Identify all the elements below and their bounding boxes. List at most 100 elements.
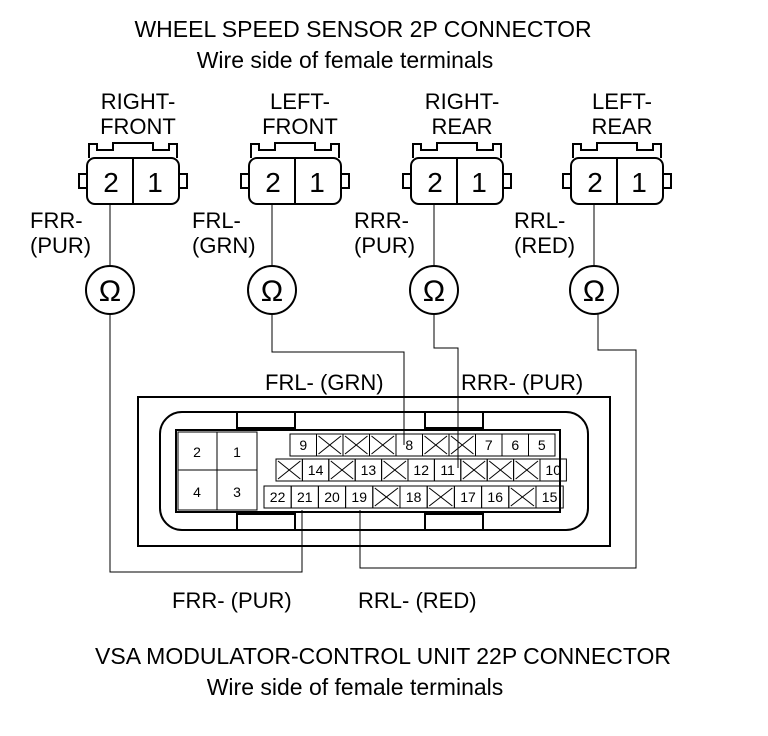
sensor-wire-line2: (PUR) (30, 233, 91, 258)
vsa-cavity-label: 16 (487, 489, 503, 505)
sensor-name-line2: REAR (431, 114, 492, 139)
vsa-cavity (539, 458, 567, 482)
vsa-cavity-body (175, 429, 561, 513)
vsa-connector-inner (159, 411, 589, 531)
vsa-cavity-label: 4 (193, 484, 201, 500)
wire-frr (109, 314, 303, 573)
sensor-name-line1: RIGHT- (101, 89, 176, 114)
sensor-latch (412, 142, 502, 158)
vsa-cavity-label: 11 (440, 462, 455, 478)
vsa-cavity-large (216, 469, 258, 511)
vsa-cavity-label: 15 (542, 489, 558, 505)
sensor-ear-right (340, 173, 350, 189)
vsa-cavity-blocked (371, 435, 395, 455)
vsa-label-frr: FRR- (PUR) (172, 588, 292, 613)
footer-subtitle: Wire side of female terminals (207, 674, 504, 700)
sensor-ear-right (662, 173, 672, 189)
vsa-label-frl: FRL- (GRN) (265, 370, 384, 395)
sensor-wire-line2: (PUR) (354, 233, 415, 258)
vsa-cavity-label: 19 (351, 489, 367, 505)
vsa-cavity-blocked (462, 460, 486, 480)
vsa-cavity-label: 2 (193, 444, 201, 460)
sensor-name-line2: REAR (591, 114, 652, 139)
ohm-meter-icon (569, 265, 619, 315)
vsa-cavity-label: 6 (511, 437, 519, 453)
ohm-symbol: Ω (261, 275, 283, 308)
sensor-pin-2: 2 (427, 167, 443, 198)
sensor-latch (250, 142, 340, 158)
sensor-ear-right (502, 173, 512, 189)
sensor-pin-1: 1 (309, 167, 325, 198)
vsa-cavity-blocked (374, 487, 399, 507)
sensor-ear-left (562, 173, 572, 189)
sensor-name-line1: RIGHT- (425, 89, 500, 114)
vsa-cavity-label: 7 (485, 437, 493, 453)
vsa-cavity-blocked (510, 487, 535, 507)
vsa-cavity-label: 20 (324, 489, 340, 505)
vsa-cavity-label: 12 (413, 462, 429, 478)
sensor-pin-1: 1 (631, 167, 647, 198)
ohm-symbol: Ω (99, 275, 121, 308)
vsa-cavity-blocked (344, 435, 368, 455)
sensor-pin-2: 2 (103, 167, 119, 198)
vsa-cavity-label: 1 (233, 444, 241, 460)
vsa-cavity-blocked (330, 460, 354, 480)
footer-title: VSA MODULATOR-CONTROL UNIT 22P CONNECTOR (95, 643, 671, 669)
vsa-latch-bottom-left (236, 513, 296, 531)
vsa-connector-outer (137, 396, 611, 547)
sensor-pin-2: 2 (265, 167, 281, 198)
vsa-cavity-label: 8 (405, 437, 413, 453)
vsa-cavity-rows: 9 8 7 6 5 14 13 12 11 10 22 21 20 19 18 17 16 15 (263, 433, 567, 509)
vsa-cavity-label: 18 (406, 489, 422, 505)
vsa-latch-bottom-right (424, 513, 484, 531)
vsa-label-rrl: RRL- (RED) (358, 588, 477, 613)
vsa-cavity-blocked (383, 460, 407, 480)
sensor-pin-2: 2 (587, 167, 603, 198)
vsa-cavity-blocked (515, 460, 539, 480)
header-title: WHEEL SPEED SENSOR 2P CONNECTOR (134, 16, 591, 42)
vsa-cavity-label: 17 (460, 489, 476, 505)
sensor-latch (572, 142, 662, 158)
sensor-ear-left (240, 173, 250, 189)
harness-wires (109, 314, 637, 573)
sensor-wire-line1: RRR- (354, 208, 409, 233)
sensor-name-line1: LEFT- (270, 89, 330, 114)
vsa-cavity-blocked (450, 435, 474, 455)
sensor-wire-line2: (GRN) (192, 233, 256, 258)
wire-frl (271, 314, 405, 445)
vsa-cavity (535, 485, 564, 509)
sensor-pin-1: 1 (147, 167, 163, 198)
vsa-cavity-label: 22 (270, 489, 286, 505)
vsa-cavity-label: 13 (361, 462, 377, 478)
sensor-name-line1: LEFT- (592, 89, 652, 114)
wire-rrr (433, 314, 459, 468)
wire-rrl (359, 314, 637, 569)
vsa-cavity-label: 3 (233, 484, 241, 500)
vsa-latch-top-right (424, 411, 484, 429)
vsa-cavity-blocked (428, 487, 453, 507)
vsa-cavity-label: 14 (308, 462, 324, 478)
vsa-cavity-label: 10 (545, 462, 561, 478)
vsa-connector: 2 1 4 3 9 8 7 6 5 14 13 12 11 10 22 21 20 19 18 17 16 15 (137, 396, 611, 547)
sensor-name-line2: FRONT (262, 114, 338, 139)
sensor-name-line2: FRONT (100, 114, 176, 139)
sensor-ear-left (78, 173, 88, 189)
vsa-cavity-blocked (488, 460, 512, 480)
sensor-pin-1: 1 (471, 167, 487, 198)
sensor-wire-line1: RRL- (514, 208, 565, 233)
vsa-cavity-label: 5 (538, 437, 546, 453)
vsa-cavity-blocked (424, 435, 448, 455)
ohm-symbol: Ω (583, 275, 605, 308)
vsa-cavity (528, 433, 556, 457)
vsa-cavity-label: 21 (297, 489, 313, 505)
sensor-wire-line1: FRR- (30, 208, 83, 233)
vsa-label-rrr: RRR- (PUR) (461, 370, 583, 395)
vsa-cavity-label: 9 (299, 437, 307, 453)
sensor-wire-line1: FRL- (192, 208, 241, 233)
